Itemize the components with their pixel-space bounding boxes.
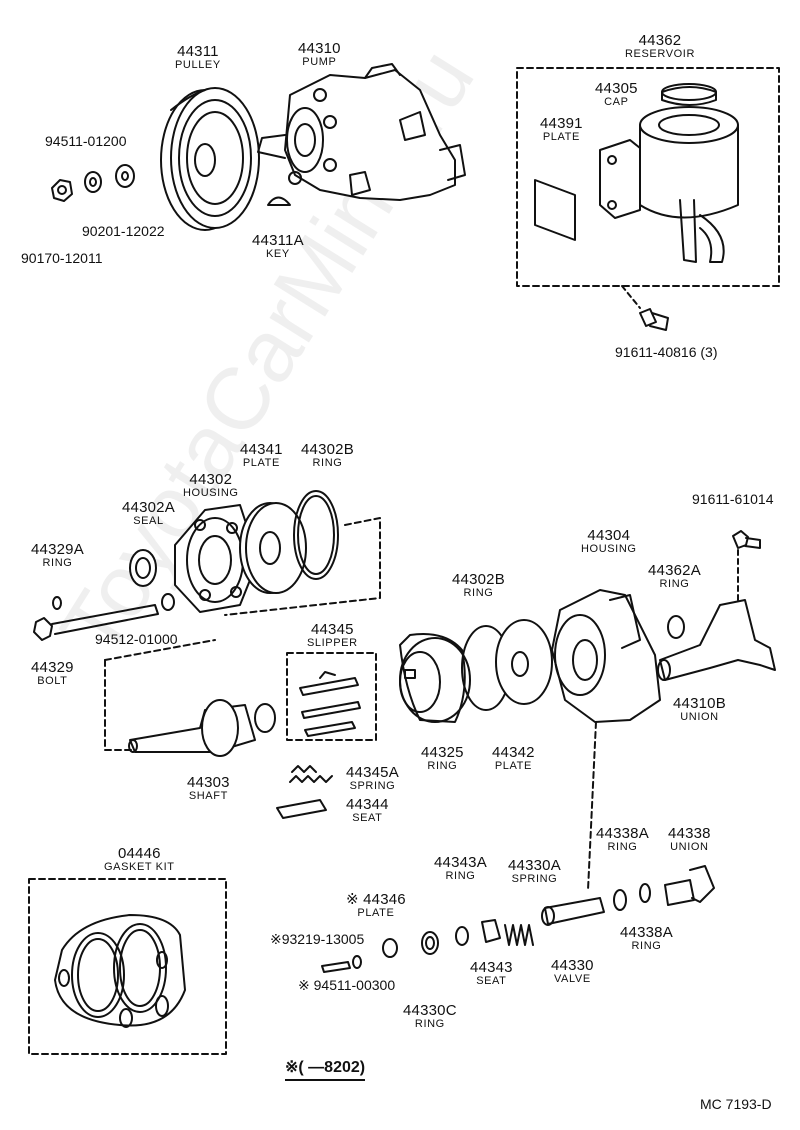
label-44302a: 44302A SEAL [122, 499, 175, 527]
plate-drawing [534, 179, 576, 241]
pulley-drawing [160, 87, 260, 231]
label-44342: 44342 PLATE [492, 744, 535, 772]
label-44362a: 44362A RING [648, 562, 701, 590]
seal-44302a-drawing [129, 549, 157, 587]
label-94512-01000: 94512-01000 [95, 631, 178, 647]
ring-44343a-drawing [455, 926, 469, 946]
label-44311: 44311 PULLEY [175, 43, 221, 71]
shaft-drawing [128, 699, 276, 757]
key-drawing [267, 196, 291, 206]
label-44310b: 44310B UNION [673, 695, 726, 723]
label-44344: 44344 SEAT [346, 796, 389, 824]
reservoir-box [516, 67, 780, 287]
label-44310: 44310 PUMP [298, 40, 341, 68]
diagram-code: MC 7193-D [700, 1096, 772, 1112]
ring-44329a-drawing [52, 596, 62, 610]
label-44329a: 44329A RING [31, 541, 84, 569]
label-94511-00300: ※ 94511-00300 [298, 977, 396, 993]
nut-drawing [51, 179, 73, 202]
slipper-drawing [299, 671, 361, 737]
label-44343a: 44343A RING [434, 854, 487, 882]
label-44329: 44329 BOLT [31, 659, 74, 687]
label-44311a: 44311A KEY [252, 232, 304, 260]
washer-94512-drawing [161, 593, 175, 611]
label-91611-40816: 91611-40816 (3) [615, 344, 718, 360]
ring-44325-drawing [399, 633, 471, 723]
label-90170-12011: 90170-12011 [21, 250, 103, 266]
lock-washer-drawing [84, 171, 102, 193]
label-44343: 44343 SEAT [470, 959, 513, 987]
label-44338a-bot: 44338A RING [620, 924, 673, 952]
label-44325: 44325 RING [421, 744, 464, 772]
housing-44302-drawing [174, 504, 259, 613]
valve-drawing [541, 897, 605, 926]
label-44330c: 44330C RING [403, 1002, 457, 1030]
plate-44341-drawing [239, 502, 307, 594]
label-44330a: 44330A SPRING [508, 857, 561, 885]
label-44338: 44338 UNION [668, 825, 711, 853]
label-44330: 44330 VALVE [551, 957, 594, 985]
bolt-91611-61014-drawing [732, 530, 761, 549]
slipper-box [286, 652, 377, 741]
label-44302b-mid: 44302B RING [452, 571, 505, 599]
label-44341: 44341 PLATE [240, 441, 283, 469]
ring-44338a-top-drawing [613, 889, 627, 911]
ring-44302b-top-drawing [293, 490, 339, 580]
ring-44330c-drawing [421, 931, 439, 955]
plate-washer-drawing [115, 164, 135, 188]
label-44305: 44305 CAP [595, 80, 638, 108]
label-44302b-top: 44302B RING [301, 441, 354, 469]
seat-44344-drawing [276, 799, 327, 819]
gasket-kit-drawing [54, 914, 186, 1028]
label-44346: ※ 44346 PLATE [346, 891, 406, 919]
label-93219-13005: ※93219-13005 [270, 931, 365, 947]
label-44345: 44345 SLIPPER [307, 621, 358, 649]
label-44338a-top: 44338A RING [596, 825, 649, 853]
spring-44330a-drawing [504, 924, 534, 946]
label-44362: 44362 RESERVOIR [625, 32, 695, 60]
plate-44346-drawing [382, 938, 398, 958]
pump-drawing [257, 63, 466, 201]
bolt-44329-drawing [33, 604, 159, 641]
gasket-kit-box [28, 878, 227, 1055]
label-04446: 04446 GASKET KIT [104, 845, 175, 873]
springs-drawing [289, 765, 333, 783]
housing-44304-drawing [551, 589, 661, 723]
label-44391: 44391 PLATE [540, 115, 583, 143]
label-44302: 44302 HOUSING [183, 471, 239, 499]
label-44304: 44304 HOUSING [581, 527, 637, 555]
screw-93219-drawing [321, 961, 351, 973]
plate-44342-drawing [495, 619, 553, 705]
ring-44362a-drawing [667, 615, 685, 639]
seat-44343-drawing [481, 919, 501, 943]
bolt-91611-40816-drawing [639, 308, 669, 331]
label-44345a: 44345A SPRING [346, 764, 399, 792]
label-90201-12022: 90201-12022 [82, 223, 165, 239]
label-94511-01200: 94511-01200 [45, 133, 127, 149]
label-44303: 44303 SHAFT [187, 774, 230, 802]
reservoir-drawing [599, 83, 739, 263]
footer-note: ※( —8202) [285, 1057, 366, 1081]
ring-44338a-bot-drawing [639, 883, 651, 903]
union-44310b-drawing [657, 599, 776, 681]
label-91611-61014: 91611-61014 [692, 491, 774, 507]
washer-94511-00300-drawing [352, 955, 362, 969]
union-44338-drawing [664, 865, 715, 906]
